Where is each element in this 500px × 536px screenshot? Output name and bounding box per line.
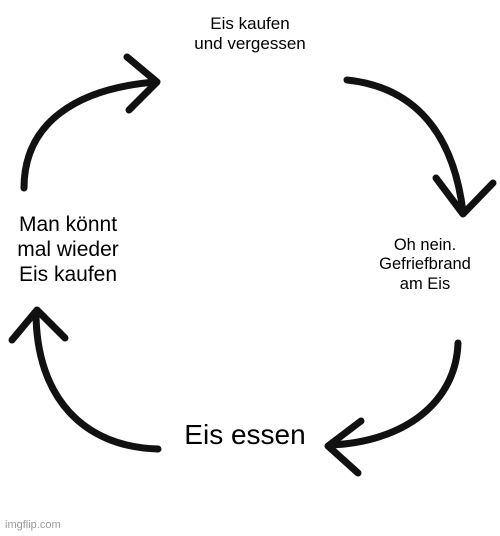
cycle-step-buy-again: Man könnt mal wieder Eis kaufen — [17, 213, 119, 286]
arrow-bottom-right — [324, 339, 462, 477]
cycle-step-freezer-burn: Oh nein. Gefriefbrand am Eis — [379, 236, 471, 293]
cycle-step-eat-ice-cream: Eis essen — [184, 419, 306, 450]
arrow-top-left — [20, 53, 161, 192]
arrow-top-right — [343, 76, 497, 218]
cycle-step-buy-and-forget: Eis kaufen und vergessen — [194, 14, 306, 54]
arrow-bottom-left — [8, 306, 162, 453]
imgflip-watermark: imgflip.com — [5, 519, 61, 531]
